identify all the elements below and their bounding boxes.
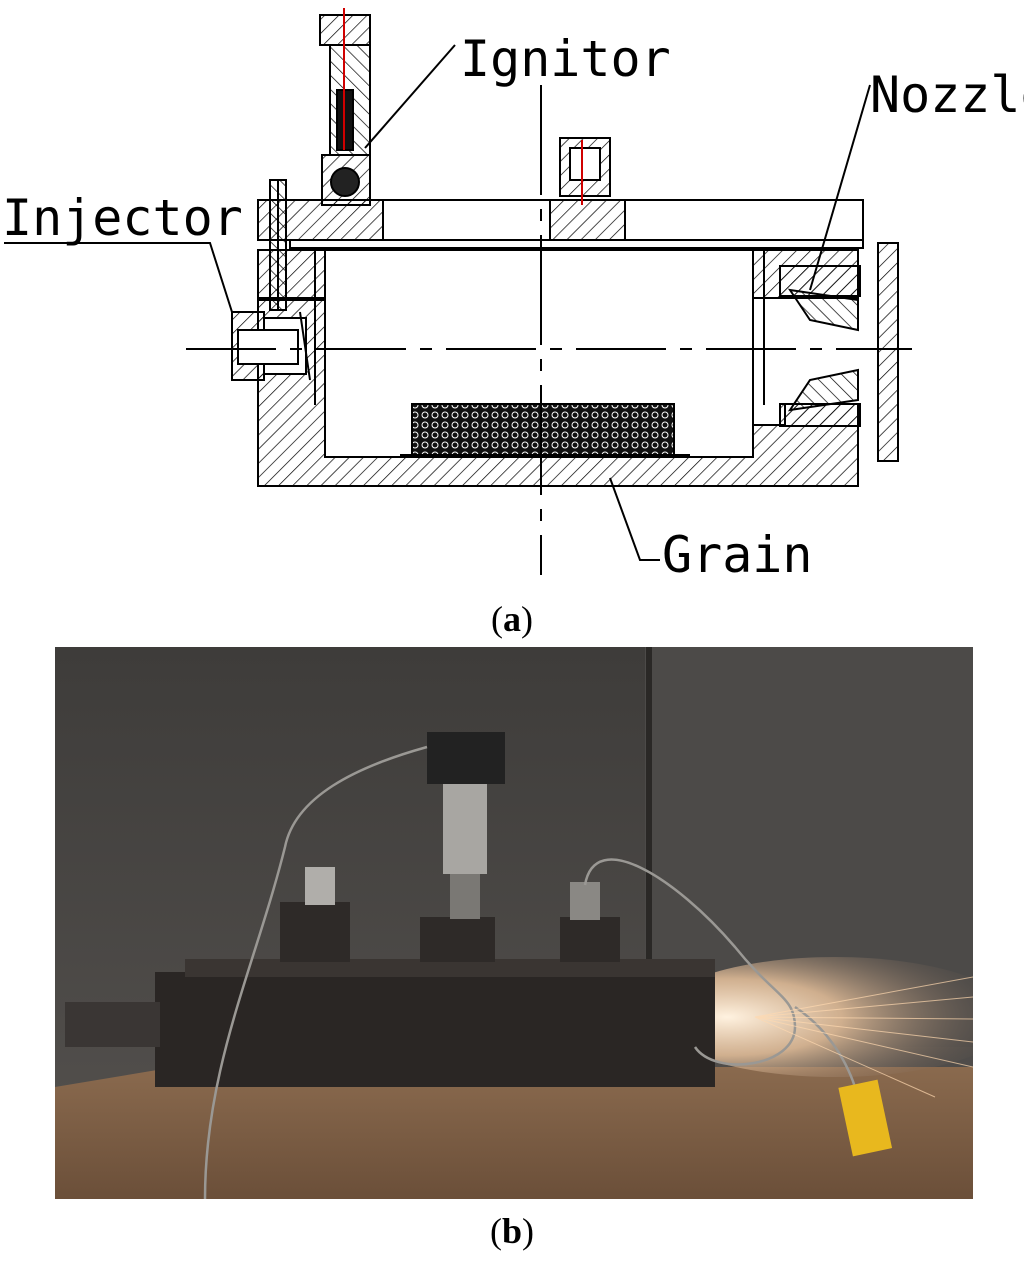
pressure-port bbox=[559, 137, 611, 205]
bolt bbox=[269, 179, 287, 311]
panel-b-letter: b bbox=[501, 1211, 523, 1251]
panel-a-letter: a bbox=[503, 599, 521, 639]
wires bbox=[203, 745, 857, 1199]
panel-b-caption: (b) bbox=[489, 1211, 535, 1251]
test-rig-photograph bbox=[55, 647, 973, 1199]
injector-assembly bbox=[231, 311, 311, 381]
base-plate bbox=[55, 1067, 973, 1199]
center-lines bbox=[186, 85, 912, 575]
leader-lines bbox=[4, 44, 871, 561]
spark-streaks bbox=[754, 976, 973, 1098]
exhaust-plume bbox=[655, 957, 973, 1077]
pressure-transducer bbox=[427, 732, 505, 919]
cad-cross-section-diagram: Ignitor Injector Nozzle Grain bbox=[2, 8, 1024, 584]
label-ignitor: Ignitor bbox=[460, 30, 671, 88]
label-injector: Injector bbox=[2, 189, 243, 247]
thermocouple-fitting bbox=[570, 882, 600, 920]
label-nozzle: Nozzle bbox=[870, 66, 1024, 124]
ignitor-fitting bbox=[305, 867, 335, 905]
chamber-body bbox=[257, 199, 864, 487]
combustion-chamber bbox=[65, 902, 715, 1087]
ignitor-port bbox=[319, 8, 371, 206]
panel-a-caption: (a) bbox=[491, 599, 533, 639]
label-grain: Grain bbox=[662, 526, 813, 584]
thermocouple-plug bbox=[838, 1079, 893, 1157]
propellant-grain bbox=[400, 403, 690, 457]
nozzle-assembly bbox=[779, 242, 899, 462]
